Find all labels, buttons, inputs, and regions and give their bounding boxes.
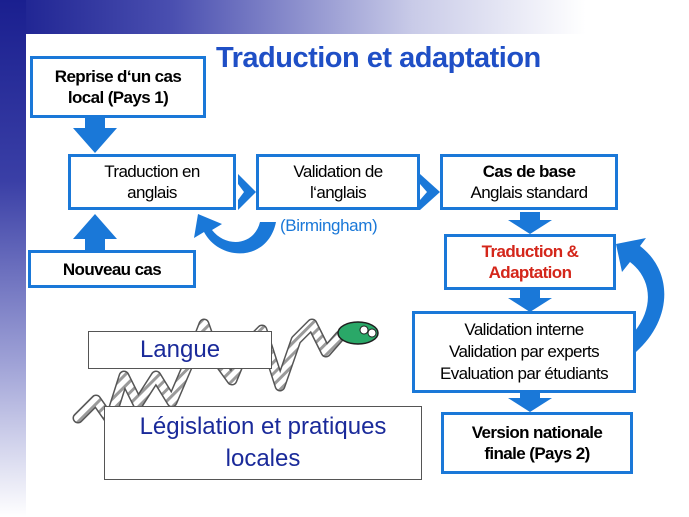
box-text: Version nationale [471, 423, 603, 442]
chevron-right-icon [420, 174, 440, 210]
box-text: Validation interne [464, 320, 584, 339]
box-text: Traduction en [104, 162, 200, 181]
langue-box: Langue [88, 331, 272, 369]
box-text: Validation de [293, 162, 383, 181]
box-text: Reprise d‘un cas [54, 67, 182, 86]
box-nouveau-cas: Nouveau cas [28, 250, 196, 288]
box-text: Cas de base [482, 162, 576, 181]
box-text: local (Pays 1) [67, 88, 169, 107]
box-validation-anglais: Validation de l‘anglais [256, 154, 420, 210]
box-text: Validation par experts [449, 342, 600, 361]
box-validation-interne: Validation interne Validation par expert… [412, 311, 636, 393]
arrow-down-icon [73, 116, 117, 153]
box-version-nationale: Version nationale finale (Pays 2) [441, 412, 633, 474]
snake-head-icon [337, 321, 379, 345]
arrow-down-icon [508, 392, 552, 412]
box-text: Traduction & [481, 242, 579, 261]
curved-arrow-icon [616, 238, 665, 352]
box-text: l‘anglais [309, 183, 367, 202]
curved-arrow-icon [194, 214, 276, 254]
box-text: finale (Pays 2) [484, 444, 590, 463]
page-title: Traduction et adaptation [216, 42, 541, 74]
header-gradient [0, 0, 689, 34]
langue-label: Langue [139, 336, 221, 363]
legislation-box: Législation et pratiques locales [104, 406, 422, 480]
legislation-label: locales [225, 445, 301, 472]
legislation-label: Législation et pratiques [139, 413, 387, 440]
chevron-right-icon [238, 174, 256, 210]
box-text: Evaluation par étudiants [439, 364, 609, 383]
box-text: Adaptation [488, 263, 572, 282]
box-reprise: Reprise d‘un cas local (Pays 1) [30, 56, 206, 118]
arrow-up-icon [73, 214, 117, 252]
sidebar-gradient [0, 0, 26, 517]
birmingham-label: (Birmingham) [280, 216, 378, 235]
box-text: Anglais standard [470, 183, 588, 202]
arrow-down-icon [508, 290, 552, 312]
box-text: Nouveau cas [62, 259, 162, 279]
flow-arrows [73, 116, 665, 412]
arrow-down-icon [508, 212, 552, 234]
box-traduction-anglais: Traduction en anglais [68, 154, 236, 210]
box-text: anglais [127, 183, 177, 202]
box-traduction-adaptation: Traduction & Adaptation [444, 234, 616, 290]
box-cas-de-base: Cas de base Anglais standard [440, 154, 618, 210]
